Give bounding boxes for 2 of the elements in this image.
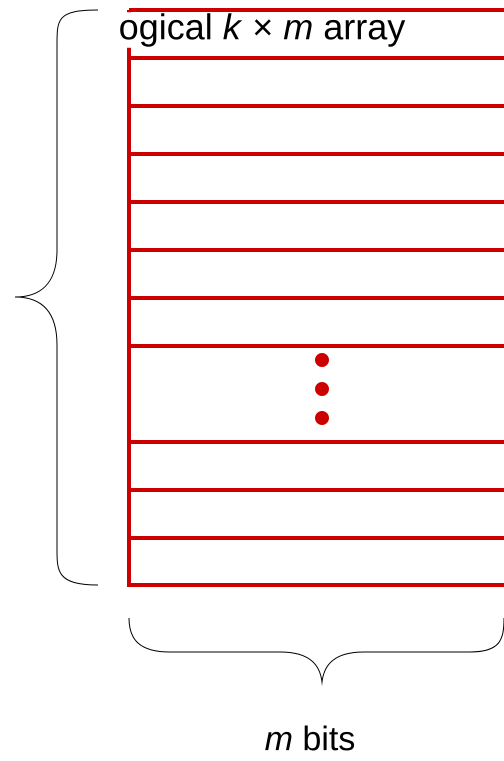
array-label: ogical k × m array (118, 12, 406, 48)
width-label: m bits (265, 726, 354, 750)
